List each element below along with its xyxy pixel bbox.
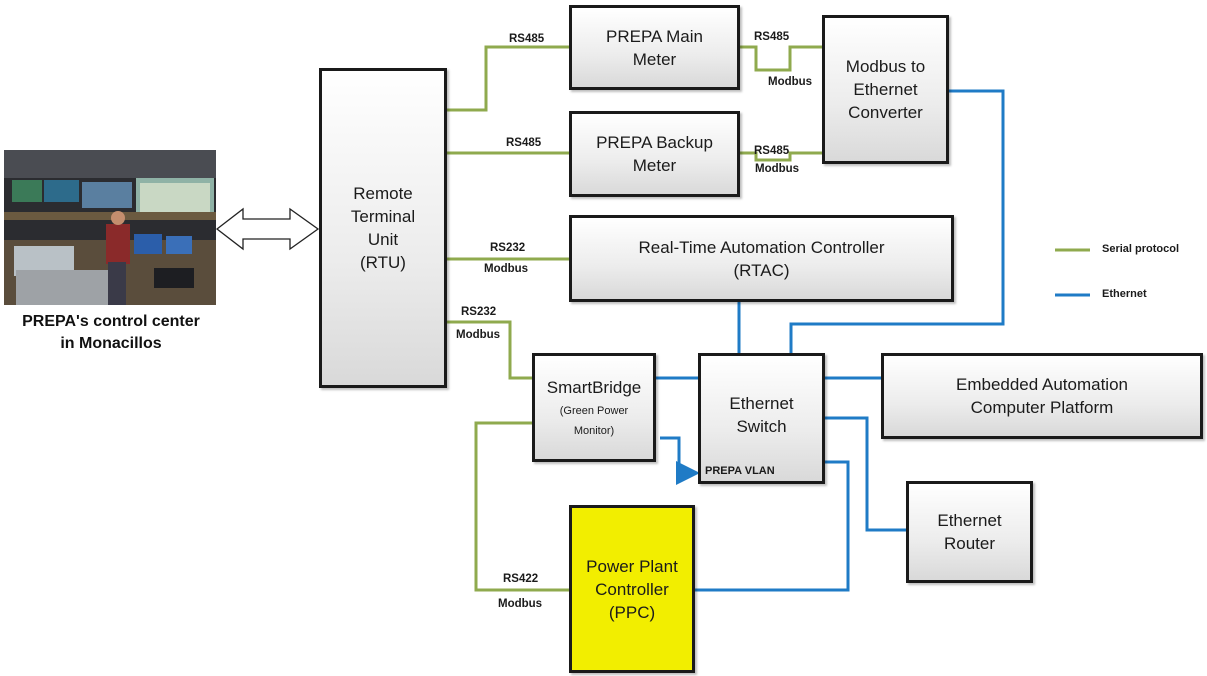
serial-connections <box>446 45 822 592</box>
converter-label-1: Modbus to <box>845 57 926 76</box>
control-center-photo <box>4 150 216 305</box>
eacp-box: Embedded Automation Computer Platform <box>881 353 1203 439</box>
main-conv-rs485-label: RS485 <box>754 31 790 43</box>
ethernet-connections <box>655 89 1005 592</box>
backup-meter-box: PREPA Backup Meter <box>569 111 740 197</box>
caption-line-2: in Monacillos <box>60 335 162 352</box>
legend-ethernet-label: Ethernet <box>1102 288 1147 300</box>
smartbridge-ppc-link <box>474 421 569 592</box>
legend-serial-label: Serial protocol <box>1102 243 1180 255</box>
smartbridge-sub-1: (Green Power <box>559 405 629 417</box>
sb-ppc-rs422-label: RS422 <box>503 573 539 585</box>
eacp-label-2: Computer Platform <box>970 398 1114 417</box>
rtu-rtac-modbus-label: Modbus <box>484 263 529 275</box>
rtu-sb-rs232-label: RS232 <box>461 306 497 318</box>
bidirectional-arrow-icon <box>215 207 320 251</box>
ppc-label-3: (PPC) <box>608 602 656 622</box>
router-label-1: Ethernet <box>937 511 1002 530</box>
rtu-label-2: Terminal <box>350 207 416 226</box>
rtu-main-meter-link <box>446 45 569 112</box>
converter-label-2: Ethernet <box>853 80 918 99</box>
main-meter-box: PREPA Main Meter <box>569 5 740 90</box>
photo-caption: PREPA's control center in Monacillos <box>0 311 222 355</box>
rtu-label-1: Remote <box>353 184 413 203</box>
sb-ppc-modbus-label: Modbus <box>498 598 543 610</box>
rtu-backup-rs485-label: RS485 <box>506 137 542 149</box>
rtac-label-1: Real-Time Automation Controller <box>638 237 885 257</box>
rtu-box: Remote Terminal Unit (RTU) <box>319 68 447 388</box>
smartbridge-title: SmartBridge <box>546 378 642 397</box>
router-label-2: Router <box>943 534 996 553</box>
switch-label-1: Ethernet <box>729 394 794 413</box>
converter-switch-link <box>789 89 1005 354</box>
backup-conv-rs485-label: RS485 <box>754 145 790 157</box>
smartbridge-box: SmartBridge (Green Power Monitor) <box>532 353 656 462</box>
switch-label-2: Switch <box>736 417 787 436</box>
ppc-label-1: Power Plant <box>586 556 678 576</box>
rtu-main-rs485-label: RS485 <box>509 33 545 45</box>
rtu-label-3: Unit <box>367 230 399 249</box>
ppc-box: Power Plant Controller (PPC) <box>569 505 695 673</box>
control-room-image <box>4 150 216 305</box>
rtu-label-4: (RTU) <box>360 253 406 272</box>
smartbridge-vlan-link <box>660 436 700 485</box>
smartbridge-sub-2: Monitor) <box>573 425 615 437</box>
converter-label-3: Converter <box>848 103 923 122</box>
backup-meter-label-1: PREPA Backup <box>596 133 713 152</box>
modbus-converter-box: Modbus to Ethernet Converter <box>822 15 949 164</box>
main-meter-label-1: PREPA Main <box>605 26 703 46</box>
rtu-smartbridge-link <box>446 320 532 380</box>
rtac-label-2: (RTAC) <box>733 260 790 280</box>
main-conv-modbus-label: Modbus <box>768 76 813 88</box>
backup-meter-label-2: Meter <box>632 156 677 175</box>
prepa-vlan-label: PREPA VLAN <box>705 465 775 477</box>
backup-meter-converter-link <box>739 151 822 162</box>
switch-router-link <box>824 416 907 532</box>
main-meter-converter-link <box>739 45 822 72</box>
main-meter-label-2: Meter <box>632 49 677 69</box>
backup-conv-modbus-label: Modbus <box>755 163 800 175</box>
ethernet-switch-box: Ethernet Switch <box>698 353 825 484</box>
rtac-box: Real-Time Automation Controller (RTAC) <box>569 215 954 302</box>
rtu-rtac-rs232-label: RS232 <box>490 242 526 254</box>
ppc-switch-link <box>694 460 850 592</box>
rtu-sb-modbus-label: Modbus <box>456 329 501 341</box>
ethernet-router-box: Ethernet Router <box>906 481 1033 583</box>
caption-line-1: PREPA's control center <box>22 313 200 330</box>
eacp-label-1: Embedded Automation <box>955 375 1128 394</box>
ppc-label-2: Controller <box>595 579 669 599</box>
